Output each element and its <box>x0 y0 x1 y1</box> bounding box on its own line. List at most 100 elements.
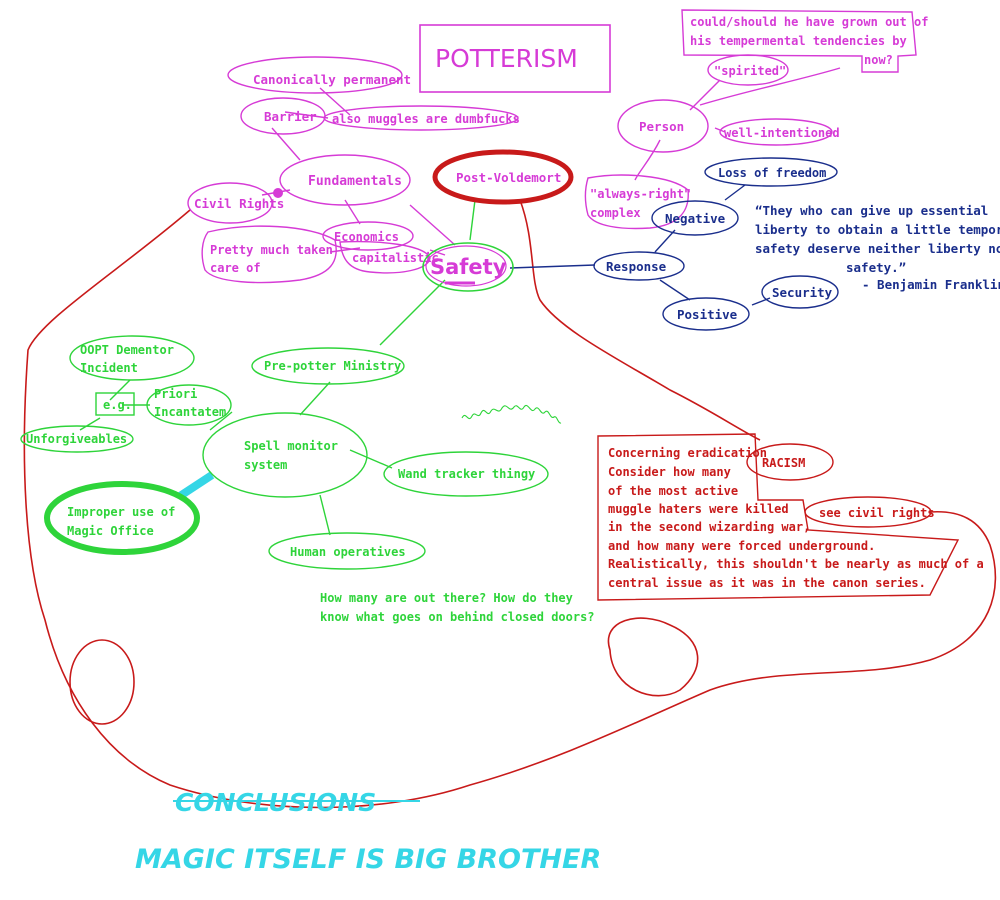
node-negative-outline <box>651 200 739 236</box>
node-capitalistic-outline <box>339 240 431 274</box>
node-safety: Safety <box>430 255 507 279</box>
node-grown-out-line3: now? <box>864 53 893 67</box>
node-positive: Positive <box>677 307 738 322</box>
node-post-voldemort-outline <box>432 149 574 205</box>
title-box <box>419 24 611 93</box>
node-improper-use-line2: Magic Office <box>67 524 154 538</box>
node-fundamentals: Fundamentals <box>308 174 402 189</box>
node-well-intentioned: well-intentioned <box>724 126 840 140</box>
node-person-outline <box>617 99 709 153</box>
green-scribble <box>461 405 562 424</box>
node-oopt-line2: Incident <box>80 361 138 375</box>
node-grown-out-line1: could/should he have grown out of <box>690 15 928 29</box>
franklin-quote: “They who can give up essential liberty … <box>755 203 1000 292</box>
node-fundamentals-outline <box>279 154 411 206</box>
node-racism: RACISM <box>762 456 805 470</box>
node-racism-outline <box>746 443 834 481</box>
node-human-operatives: Human operatives <box>290 545 406 559</box>
node-always-right-line2: complex <box>590 206 641 220</box>
node-security-outline <box>761 275 839 309</box>
node-response: Response <box>606 259 667 274</box>
quote-line-1: “They who can give up essential <box>755 203 988 218</box>
node-spell-monitor-outline <box>202 412 368 498</box>
node-civil-rights-outline <box>187 182 273 224</box>
node-grown-out-line2: his tempermental tendencies by <box>690 34 907 48</box>
node-spell-monitor-line1: Spell monitor <box>244 439 338 453</box>
node-pretty-much-line2: care of <box>210 261 261 275</box>
node-muggles: also muggles are dumbfucks <box>332 112 520 126</box>
page-title: POTTERISM <box>435 44 578 73</box>
quote-line-2: liberty to obtain a little temporary <box>755 222 1000 237</box>
node-unforgiveables-outline <box>20 425 134 453</box>
node-eg-box <box>95 392 135 416</box>
node-safety-outline-inner <box>425 245 507 287</box>
node-spirited: "spirited" <box>714 64 786 78</box>
eradication-line-8: central issue as it was in the canon ser… <box>608 576 926 590</box>
magenta-dot <box>273 188 283 198</box>
eradication-note-box <box>597 433 960 601</box>
node-positive-outline <box>662 297 750 331</box>
node-post-voldemort: Post-Voldemort <box>456 170 561 185</box>
eradication-line-4: muggle haters were killed <box>608 502 789 516</box>
node-barrier: Barrier <box>264 109 317 124</box>
eradication-line-3: of the most active <box>608 484 738 498</box>
node-priori-line2: Incantatem <box>154 405 226 419</box>
node-wand-tracker: Wand tracker thingy <box>398 467 535 481</box>
cyan-link <box>177 471 215 500</box>
node-loss-of-freedom-outline <box>704 157 838 187</box>
node-spirited-outline <box>707 54 789 86</box>
node-oopt-outline <box>69 335 195 381</box>
node-response-outline <box>593 251 685 281</box>
eradication-note: Concerning eradication Consider how many… <box>608 446 984 590</box>
node-muggles-outline <box>323 105 519 131</box>
node-human-operatives-outline <box>268 532 426 570</box>
node-wand-tracker-outline <box>383 451 549 497</box>
red-link-post-voldemort <box>519 199 761 441</box>
node-pretty-much-line1: Pretty much taken <box>210 243 333 257</box>
navy-links <box>509 184 771 306</box>
node-pretty-much-outline <box>201 225 337 284</box>
node-always-right-line1: "always-right" <box>590 187 691 201</box>
node-priori-outline <box>146 384 232 426</box>
eradication-line-7: Realistically, this shouldn't be nearly … <box>608 557 984 571</box>
operatives-question-line1: How many are out there? How do they <box>320 591 573 605</box>
node-well-intentioned-outline <box>719 118 833 146</box>
node-safety-outline <box>422 242 514 292</box>
eradication-line-2: Consider how many <box>608 465 731 479</box>
node-canonically-permanent-outline <box>227 56 403 94</box>
node-economics: Economics <box>334 230 399 244</box>
node-eg: e.g. <box>103 398 132 412</box>
node-oopt-line1: OOPT Dementor <box>80 343 174 357</box>
quote-line-3: safety deserve neither liberty nor <box>755 241 1000 256</box>
node-unforgiveables: Unforgiveables <box>26 432 127 446</box>
node-improper-use-outline <box>44 481 200 555</box>
quote-line-4: safety.” <box>846 260 906 275</box>
node-priori-line1: Priori <box>154 387 197 401</box>
node-economics-outline <box>322 221 414 251</box>
conclusions-text: MAGIC ITSELF IS BIG BROTHER <box>135 844 601 875</box>
eradication-line-1: Concerning eradication <box>608 446 767 460</box>
node-capitalistic: capitalistic <box>352 251 439 265</box>
node-spell-monitor-line2: system <box>244 458 287 472</box>
node-person: Person <box>639 119 684 134</box>
green-links <box>79 199 476 536</box>
node-see-civil-rights-outline <box>804 496 932 528</box>
node-pre-potter-outline <box>251 347 405 385</box>
node-civil-rights: Civil Rights <box>194 196 284 211</box>
operatives-question-line2: know what goes on behind closed doors? <box>320 610 595 624</box>
eradication-line-5: in the second wizarding war, <box>608 520 810 534</box>
node-security: Security <box>772 285 833 300</box>
node-pre-potter: Pre-potter Ministry <box>264 359 401 373</box>
quote-attribution: - Benjamin Franklin <box>862 277 1000 292</box>
conclusions-heading: CONCLUSIONS <box>175 788 376 817</box>
node-always-right-outline <box>584 174 689 230</box>
eradication-line-6: and how many were forced underground. <box>608 539 875 553</box>
red-small-loop <box>69 639 135 725</box>
node-loss-of-freedom: Loss of freedom <box>718 166 826 180</box>
node-negative: Negative <box>665 211 726 226</box>
node-see-civil-rights: see civil rights <box>819 506 935 520</box>
node-canonically-permanent: Canonically permanent <box>253 72 411 87</box>
red-loop-right <box>607 617 699 697</box>
node-improper-use-line1: Improper use of <box>67 505 175 519</box>
